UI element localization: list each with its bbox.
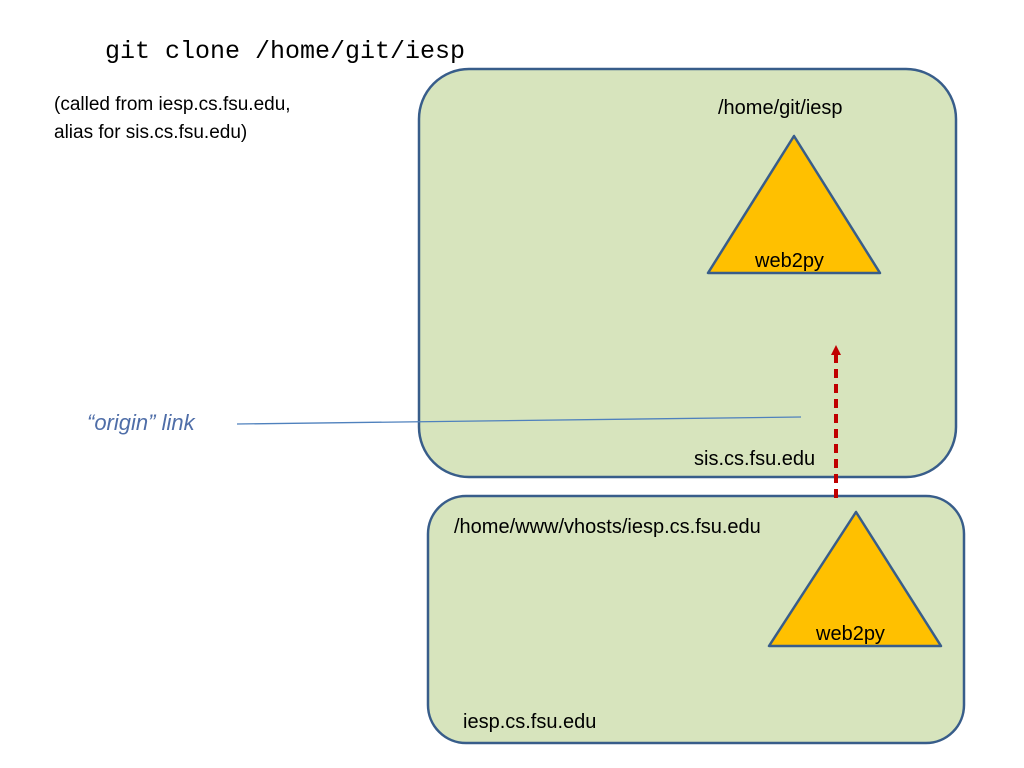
note-line-1: (called from iesp.cs.fsu.edu, xyxy=(54,94,291,115)
note-line-2: alias for sis.cs.fsu.edu) xyxy=(54,122,247,143)
origin-link-line xyxy=(236,416,802,425)
server-repo-label: web2py xyxy=(754,250,824,272)
client-repo-path-label: /home/www/vhosts/iesp.cs.fsu.edu xyxy=(454,516,761,538)
client-host-label: iesp.cs.fsu.edu xyxy=(463,711,596,733)
server-host-box xyxy=(417,67,958,479)
client-repo-label: web2py xyxy=(815,623,885,645)
origin-link-label: “origin” link xyxy=(87,410,196,435)
git-clone-command: git clone /home/git/iesp xyxy=(105,37,465,66)
server-repo-path-label: /home/git/iesp xyxy=(718,97,843,119)
client-repo-triangle xyxy=(767,510,943,648)
server-host-label: sis.cs.fsu.edu xyxy=(694,448,815,470)
server-repo-triangle xyxy=(706,134,882,275)
